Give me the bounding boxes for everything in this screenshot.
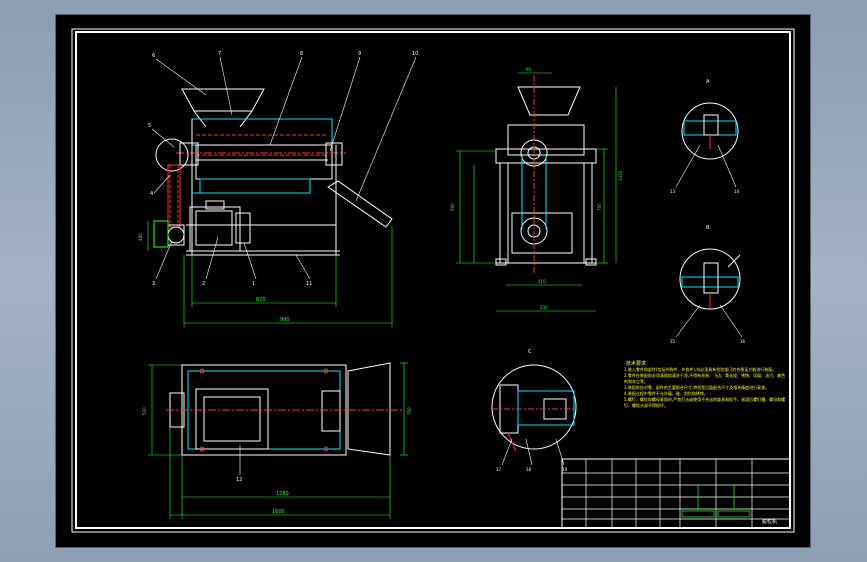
dim-480: 480 xyxy=(138,233,143,241)
drawing-viewport[interactable]: 6 7 8 9 10 5 4 3 2 1 11 870 990 480 xyxy=(55,14,811,548)
balloon-4: 4 xyxy=(150,191,153,197)
detail-c xyxy=(491,364,577,466)
balloon-10: 10 xyxy=(412,51,418,57)
balloon-18: 18 xyxy=(526,467,532,472)
note-4: 4.装配过程中零件不允许磕、碰、划伤和锈蚀。 xyxy=(624,391,708,396)
balloon-14: 14 xyxy=(734,189,740,194)
note-5: 5.螺钉、螺栓和螺母紧固时,严禁打击或使用不合适的旋具和扳手。紧固后螺钉槽、螺母… xyxy=(624,397,786,408)
detail-b-label: B xyxy=(706,225,710,231)
plan-dimensions xyxy=(148,362,408,519)
side-view xyxy=(495,75,597,275)
balloon-5: 5 xyxy=(148,123,151,129)
drawing-sheet: 6 7 8 9 10 5 4 3 2 1 11 870 990 480 xyxy=(71,28,795,533)
title-block xyxy=(561,458,791,529)
note-1: 1.装入零件和部件(包括外购件、外协件),均必须具有检验部门的合格证方能进行装配… xyxy=(624,367,777,372)
balloon-1: 1 xyxy=(252,281,255,287)
balloon-11: 11 xyxy=(306,281,312,287)
side-dimensions xyxy=(456,72,617,312)
dim-870: 870 xyxy=(256,297,266,303)
notes-title: 技术要求 xyxy=(626,360,646,367)
balloon-17: 17 xyxy=(496,467,502,472)
detail-a xyxy=(675,102,739,188)
note-3: 3.装配前应对零、部件的主要配合尺寸,特别是过盈配合尺寸及相关精度进行复查。 xyxy=(624,385,770,390)
balloon-19: 19 xyxy=(562,467,568,472)
note-2: 2.零件在装配前必须清理和清洗干净,不得有毛刺、飞边、氧化皮、锈蚀、切屑、油污、… xyxy=(624,373,786,384)
balloon-9: 9 xyxy=(358,51,361,57)
title-block-name: 脱粒机 xyxy=(762,518,777,525)
front-balloon-labels: 6 7 8 9 10 5 4 3 2 1 11 xyxy=(148,51,418,287)
dim-750-plan: 750 xyxy=(407,407,412,415)
dim-590: 590 xyxy=(450,203,455,211)
detail-b xyxy=(675,248,743,338)
dim-1280: 1280 xyxy=(276,491,289,497)
balloon-12: 12 xyxy=(236,477,242,483)
balloon-13: 13 xyxy=(670,189,676,194)
balloon-16: 16 xyxy=(740,339,746,344)
balloon-6: 6 xyxy=(152,53,155,59)
inner-frame xyxy=(75,31,791,529)
dim-410: 410 xyxy=(538,279,546,284)
detail-c-label: C xyxy=(528,349,532,355)
dim-750: 750 xyxy=(597,203,602,211)
dim-95: 95 xyxy=(526,67,532,72)
plan-view xyxy=(166,362,402,456)
balloon-15: 15 xyxy=(670,339,676,344)
outer-frame xyxy=(71,28,795,533)
balloon-7: 7 xyxy=(218,51,221,57)
balloon-3: 3 xyxy=(152,281,155,287)
dim-1410: 1410 xyxy=(618,170,623,181)
detail-a-label: A xyxy=(706,79,710,85)
balloon-2: 2 xyxy=(202,281,205,287)
front-dimensions xyxy=(147,221,393,327)
dim-1600: 1600 xyxy=(272,509,285,515)
technical-notes: 技术要求 1.装入零件和部件(包括外购件、外协件),均必须具有检验部门的合格证方… xyxy=(624,360,786,408)
dim-990: 990 xyxy=(280,317,290,323)
balloon-8: 8 xyxy=(300,51,303,57)
dim-530: 530 xyxy=(540,305,548,310)
dim-530-plan: 530 xyxy=(142,407,147,415)
front-balloons xyxy=(151,56,417,280)
front-view xyxy=(153,88,393,256)
